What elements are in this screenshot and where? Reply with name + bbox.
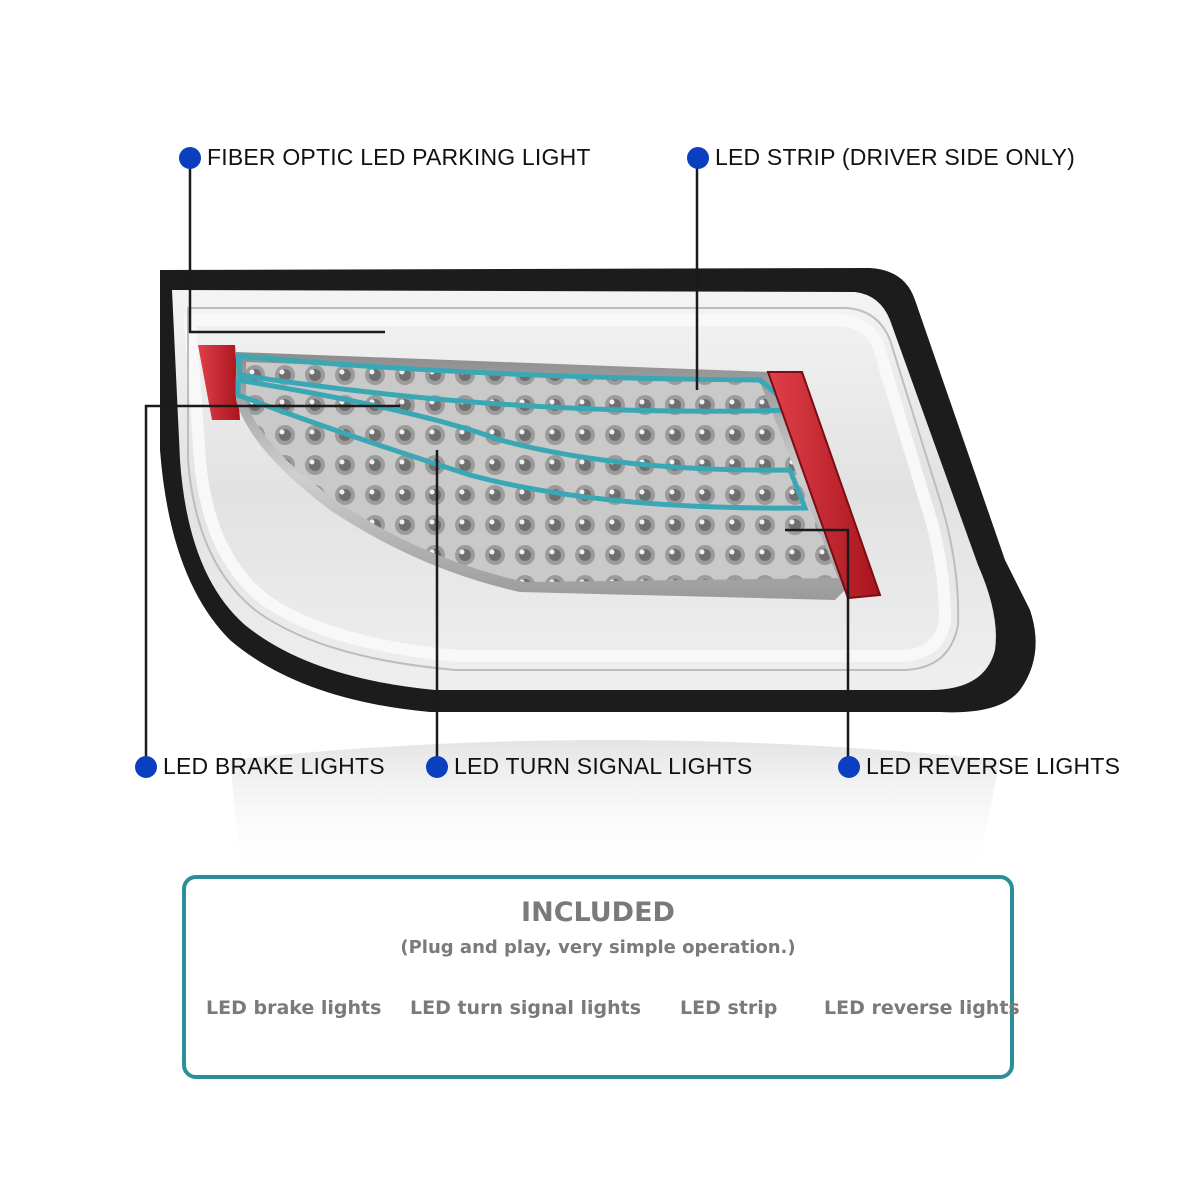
callout-label: LED BRAKE LIGHTS <box>163 753 385 779</box>
callout-parking-light: FIBER OPTIC LED PARKING LIGHT <box>179 144 591 171</box>
callout-turn-signal-lights: LED TURN SIGNAL LIGHTS <box>426 753 752 780</box>
callout-reverse-lights: LED REVERSE LIGHTS <box>838 753 1120 780</box>
led-array <box>246 362 838 582</box>
leader-reverse <box>785 528 850 762</box>
included-item: LED strip <box>680 997 778 1019</box>
callout-label: LED TURN SIGNAL LIGHTS <box>454 753 753 779</box>
led-strip-outline-lower <box>235 377 809 511</box>
bullet-dot-icon <box>426 755 448 778</box>
fiber-optic-tube <box>183 314 952 662</box>
callout-led-strip: LED STRIP (DRIVER SIDE ONLY) <box>687 144 1075 171</box>
left-red-marker <box>198 345 240 420</box>
included-box: INCLUDED (Plug and play, very simple ope… <box>182 875 1020 1079</box>
leader-lines <box>144 165 850 762</box>
included-item: LED brake lights <box>206 997 382 1019</box>
bullet-dot-icon <box>687 146 709 169</box>
leader-brake <box>144 404 400 762</box>
bullet-dot-icon <box>135 755 157 778</box>
callout-label: LED STRIP (DRIVER SIDE ONLY) <box>715 144 1076 170</box>
callout-brake-lights: LED BRAKE LIGHTS <box>135 753 385 780</box>
included-title: INCLUDED <box>521 897 675 928</box>
callout-label: FIBER OPTIC LED PARKING LIGHT <box>207 144 591 170</box>
leader-parking <box>188 165 385 334</box>
right-red-reflector <box>766 371 882 600</box>
included-subtitle: (Plug and play, very simple operation.) <box>400 937 796 958</box>
bullet-dot-icon <box>838 755 860 778</box>
included-item: LED reverse lights <box>824 997 1020 1019</box>
reflection-shadow <box>230 740 1000 880</box>
callout-label: LED REVERSE LIGHTS <box>866 753 1121 779</box>
bullet-dot-icon <box>179 146 201 169</box>
included-item: LED turn signal lights <box>410 997 642 1019</box>
